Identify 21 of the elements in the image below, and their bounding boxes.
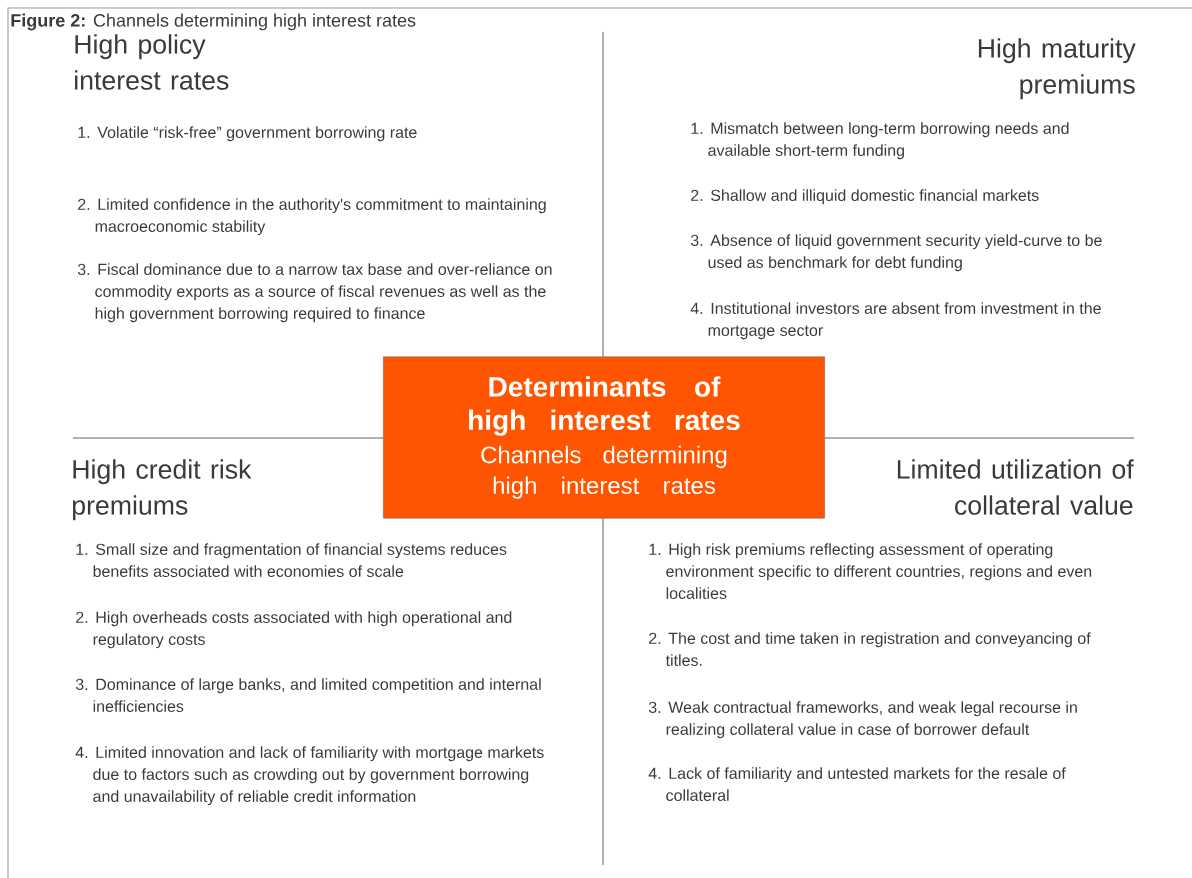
list-item: 3. Weak contractual frameworks, and weak legal recourse in realizing collateral value in case of borrower default [648,701,1077,739]
center-box: Determinants of high interest rates Channels determining high interest rates [383,356,825,519]
section-heading: High policy interest rates [75,34,229,90]
list-item: 1. Volatile “risk-free” government borrowing rate [78,126,417,142]
section-heading: High credit risk premiums [73,459,252,521]
list-item: 2. Limited confidence in the authority's commitment to maintaining macroeconomic stability [78,198,546,236]
list-item: 1. Small size and fragmentation of financial systems reduces benefits associated with economies of scale [76,543,507,577]
section-heading: Limited utilization of collateral value [897,459,1134,515]
list-item: 4. Lack of familiarity and untested markets for the resale of collateral [648,767,1066,801]
list-item: 1. Mismatch between long-term borrowing needs and available short-term funding [691,122,1069,160]
list-item: 2. High overheads costs associated with high operational and regulatory costs [76,611,512,649]
list-item: 3. Fiscal dominance due to a narrow tax base and over-reliance on commodity exports as a source of fiscal revenues as well as the high government borrowing required to finance [77,263,552,323]
list-item: 4. Limited innovation and lack of familiarity with mortgage markets due to factors such as crowding out by government borrowing and unavailability of reliable credit information [75,746,544,806]
list-item: 2. Shallow and illiquid domestic financial markets [691,189,1039,205]
list-item: 1. High risk premiums reflecting assessment of operating environment specific to different countries, regions and even localities [649,543,1092,599]
list-item: 4. Institutional investors are absent from investment in the mortgage sector [690,302,1101,340]
figure-title: Figure 2: Channels determining high interest rates [11,13,416,31]
section-heading: High maturity premiums [978,38,1136,100]
list-item: 3. Dominance of large banks, and limited competition and internal inefficiencies [75,678,541,712]
list-item: 2. The cost and time taken in registration and conveyancing of titles. [649,632,1091,666]
list-item: 3. Absence of liquid government security yield-curve to be used as benchmark for debt funding [690,234,1102,272]
